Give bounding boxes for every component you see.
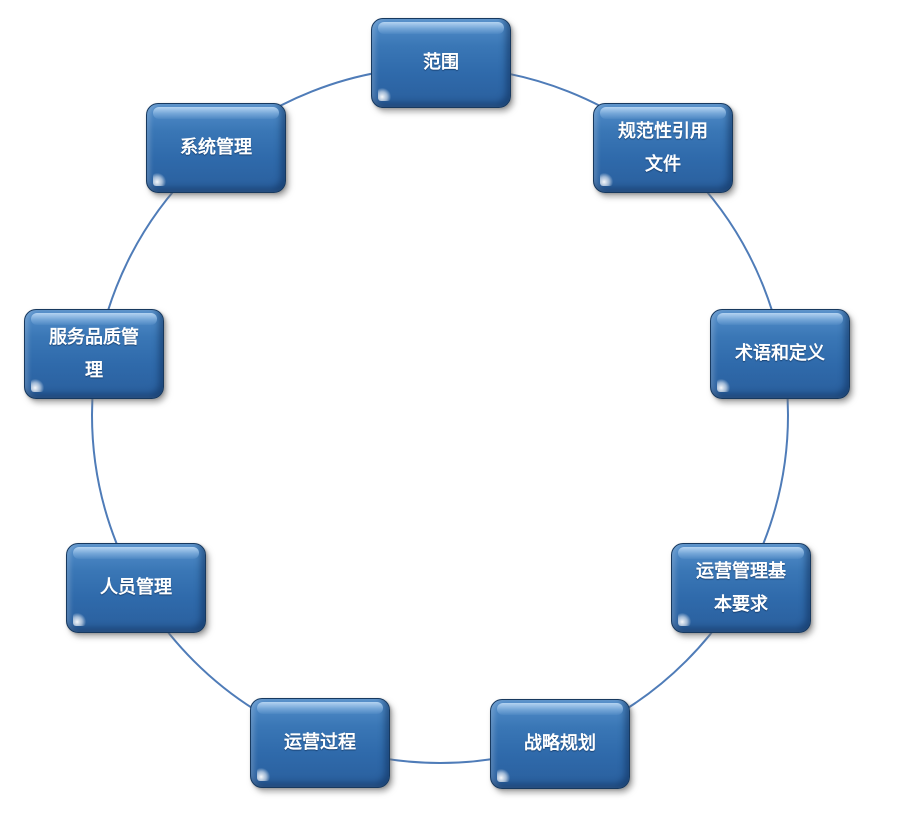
node-label: 规范性引用 文件 [618,120,708,174]
node-label: 运营过程 [284,732,356,753]
diagram-node-service-quality-management: 服务品质管 理 [24,309,164,399]
diagram-node-personnel-management: 人员管理 [66,543,206,633]
diagram-node-operation-management-basic-requirements: 运营管理基 本要求 [671,543,811,633]
diagram-node-strategic-planning: 战略规划 [490,699,630,789]
diagram-node-normative-references: 规范性引用 文件 [593,103,733,193]
diagram-node-system-management: 系统管理 [146,103,286,193]
diagram-node-scope: 范围 [371,18,511,108]
node-label: 人员管理 [100,577,172,598]
node-label: 范围 [423,52,459,73]
node-label: 运营管理基 本要求 [696,560,786,614]
node-label: 战略规划 [524,733,596,754]
node-label: 术语和定义 [735,343,825,364]
node-label: 系统管理 [180,137,252,158]
diagram-node-terms-and-definitions: 术语和定义 [710,309,850,399]
node-label: 服务品质管 理 [49,326,139,380]
diagram-node-operation-process: 运营过程 [250,698,390,788]
